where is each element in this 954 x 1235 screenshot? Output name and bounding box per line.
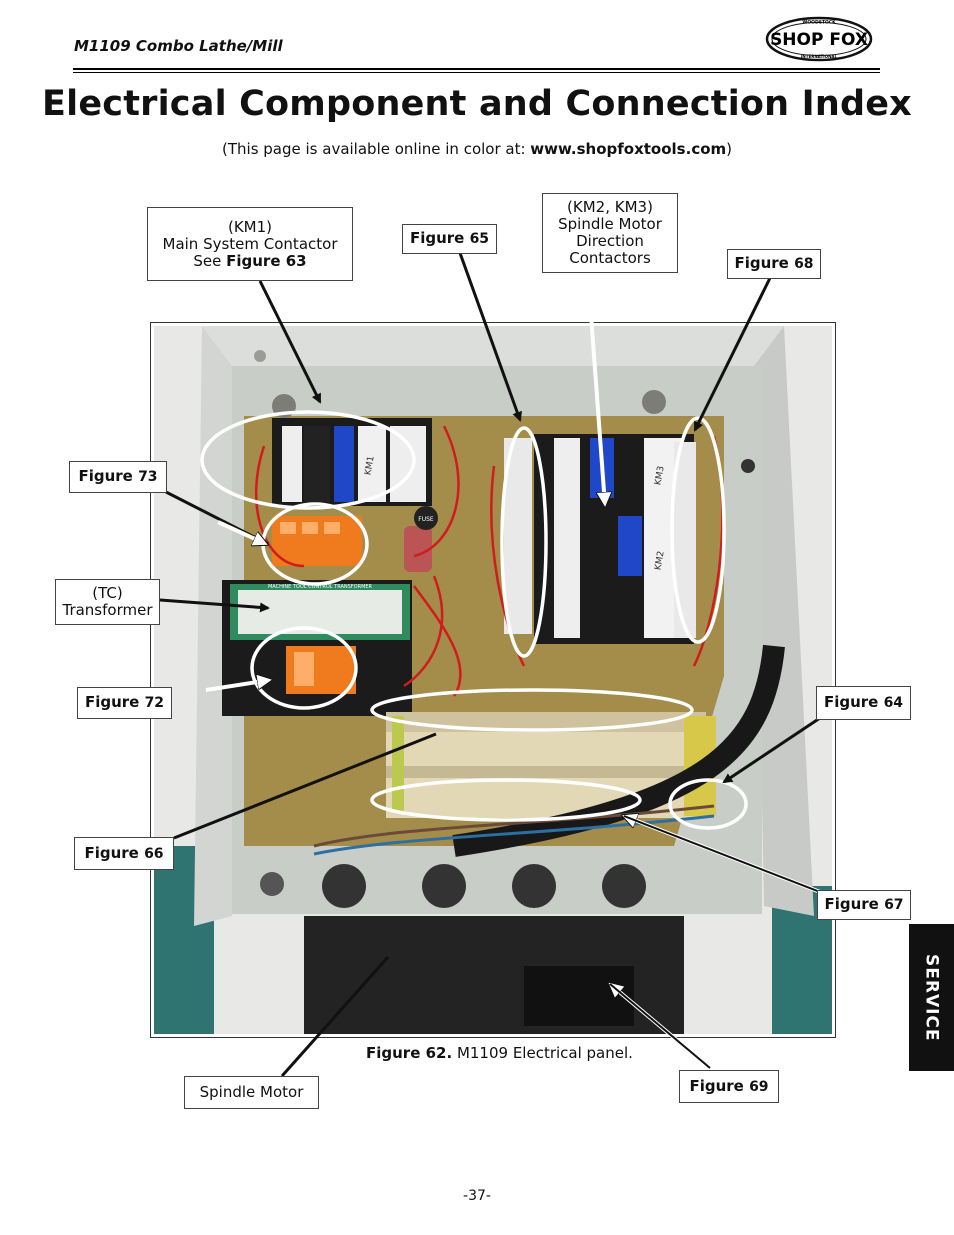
figure-word: Figure (84, 843, 139, 862)
service-section-tab[interactable]: SERVICE (909, 924, 954, 1071)
website-link[interactable]: www.shopfoxtools.com (530, 140, 727, 158)
figure-caption: Figure 62. M1109 Electrical panel. (366, 1044, 633, 1062)
figure-69-label: Figure 69 (679, 1070, 779, 1103)
km1-label: (KM1) Main System Contactor See Figure 6… (147, 207, 353, 281)
figure-number: 68 (794, 256, 814, 272)
orange-terminal-block (272, 516, 362, 566)
figure-73-label: Figure 73 (69, 461, 167, 493)
km1-label-line2: Main System Contactor (162, 234, 338, 253)
photo-frame (150, 322, 836, 1038)
subtitle-text: (This page is available online in color … (222, 140, 531, 158)
figure-word: Figure (84, 693, 140, 711)
figure-number: 66 (144, 845, 164, 862)
logo-text: SHOP FOX (770, 30, 868, 50)
tc-label-line1: (TC) (92, 584, 123, 602)
service-tab-label: SERVICE (921, 953, 942, 1042)
figure-72-label: Figure 72 (77, 687, 172, 719)
km1-marker: KM1 (363, 455, 376, 476)
figure-word: Figure (78, 467, 133, 485)
spindle-motor-label: Spindle Motor (184, 1076, 319, 1109)
logo-small-bottom: INTERNATIONAL (801, 54, 838, 59)
transformer-marker: MACHINE TOOL CONTROL TRANSFORMER (268, 584, 373, 590)
header-rule-bottom (73, 72, 880, 73)
km2-km3-line4: Contactors (569, 249, 651, 267)
figure-word: Figure (823, 693, 879, 711)
km1-label-line3: See Figure 63 (193, 251, 307, 270)
figure-67-label: Figure 67 (817, 890, 911, 920)
caption-text: M1109 Electrical panel. (452, 1044, 633, 1062)
header-rule-top (73, 68, 880, 70)
fuse-holder: FUSE (404, 506, 438, 572)
figure-word: Figure (734, 254, 789, 272)
km1-contactor: KM1 (272, 418, 432, 506)
figure-word: Figure (689, 1076, 744, 1095)
logo-small-top: WOODSTOCK (802, 20, 836, 26)
page-title: Electrical Component and Connection Inde… (42, 84, 912, 124)
figure-number: 73 (138, 469, 158, 485)
subtitle-close: ) (726, 140, 732, 158)
tc-label: (TC) Transformer (55, 579, 160, 625)
manual-title: M1109 Combo Lathe/Mill (74, 37, 283, 55)
figure-65-label: Figure 65 (402, 224, 497, 254)
km2-km3-line1: (KM2, KM3) (567, 198, 653, 216)
tc-label-line2: Transformer (62, 601, 153, 619)
figure-number: 69 (749, 1078, 769, 1095)
km1-label-line1: (KM1) (227, 217, 273, 236)
figure-68-label: Figure 68 (727, 249, 821, 279)
caption-figure-number: Figure 62. (366, 1044, 453, 1062)
page-subtitle: (This page is available online in color … (0, 140, 954, 158)
cable-grommets (322, 864, 646, 908)
km2-km3-line3: Direction (576, 232, 644, 250)
figure-number: 67 (884, 897, 904, 913)
km1-figure-ref: Figure 63 (226, 251, 307, 270)
figure-64-label: Figure 64 (816, 686, 911, 720)
shop-fox-logo: SHOP FOX WOODSTOCK INTERNATIONAL (765, 16, 873, 62)
figure-number: 65 (469, 231, 490, 247)
km2-km3-label: (KM2, KM3) Spindle Motor Direction Conta… (542, 193, 678, 273)
km2-marker: KM2 (653, 550, 666, 571)
black-cable (452, 644, 785, 857)
figure-word: Figure (824, 895, 879, 913)
figure-number: 72 (144, 695, 165, 711)
km2-km3-line2: Spindle Motor (558, 215, 662, 233)
figure-word: Figure (409, 229, 465, 247)
figure-66-label: Figure 66 (74, 837, 174, 870)
km3-marker: KM3 (653, 465, 666, 486)
figure-number: 64 (883, 695, 904, 711)
km1-see: See (193, 251, 227, 270)
page-number: -37- (463, 1188, 491, 1204)
fuse-marker: FUSE (418, 516, 434, 523)
